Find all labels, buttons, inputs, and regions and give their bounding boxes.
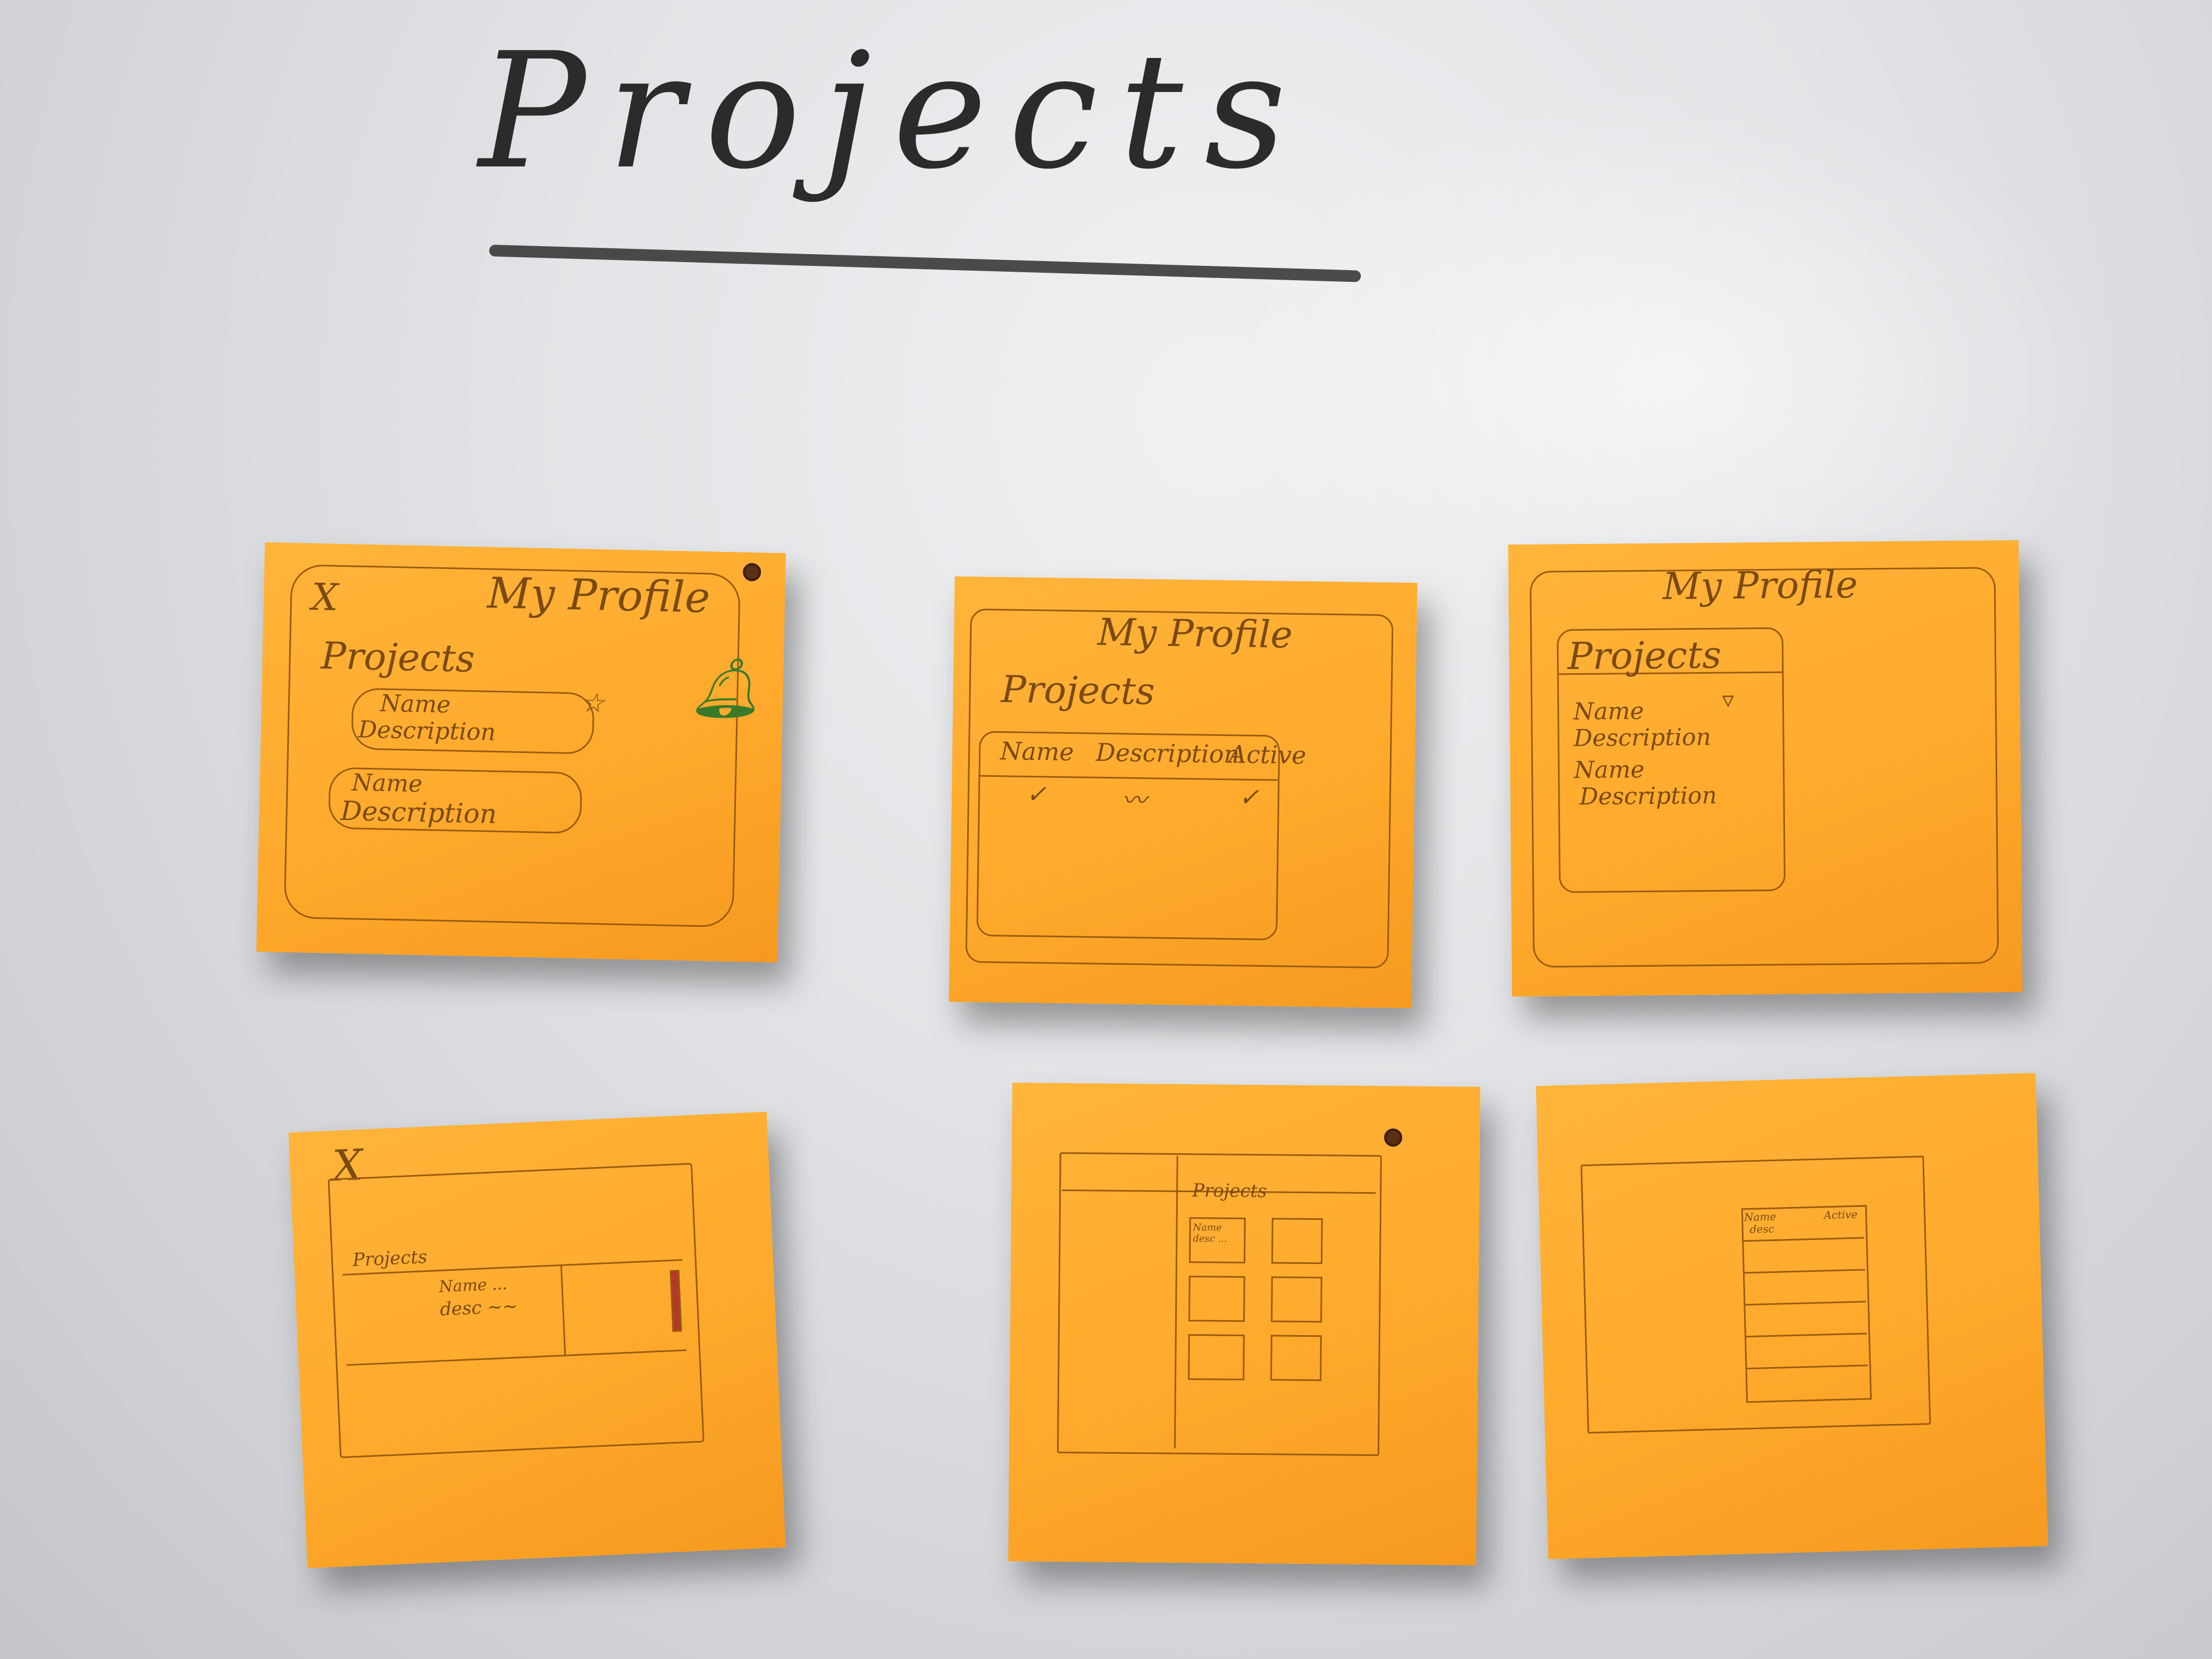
heading-underline: [489, 245, 1361, 282]
list-item: Name: [1573, 756, 1645, 784]
row-desc: desc ~~: [439, 1295, 518, 1320]
project-tile: [1188, 1276, 1245, 1322]
project-tile: [1188, 1334, 1245, 1381]
card-name: Name: [351, 769, 423, 798]
column-header: Description: [1095, 738, 1240, 769]
sketch-section-label: Projects: [352, 1246, 428, 1271]
sketch-section-label: Projects: [320, 634, 475, 681]
chevron-down-icon: ▿: [1722, 686, 1735, 714]
header-active: Active: [1823, 1208, 1858, 1222]
project-tile: [1271, 1276, 1322, 1323]
column-header: Name: [1000, 736, 1074, 767]
row-name: Name ...: [438, 1275, 508, 1296]
sketch-title: My Profile: [1662, 563, 1858, 608]
checkmark-icon: ✓: [1026, 779, 1047, 809]
star-icon: ☆: [580, 687, 605, 719]
project-card: Name Description: [328, 767, 583, 834]
sketch-title: My Profile: [1097, 610, 1293, 657]
sketch-section-label: Projects: [1567, 633, 1722, 678]
sketch-section-label: Projects: [1001, 667, 1155, 714]
project-card: Name Description: [351, 688, 595, 755]
whiteboard-heading: Projects: [479, 19, 1308, 204]
list-item: Description: [1579, 782, 1717, 811]
column-header: Active: [1228, 740, 1306, 770]
header-desc: desc: [1749, 1222, 1775, 1236]
pin-icon: [742, 563, 761, 582]
card-description: Description: [358, 716, 496, 746]
sticky-note-grid-tiles: Projects Name desc ...: [1008, 1083, 1480, 1565]
header-name: Name: [1744, 1210, 1777, 1224]
project-tile: [1270, 1335, 1322, 1381]
sticky-note-list-scroll: X Projects Name ... desc ~~: [288, 1111, 786, 1569]
sketch-section-label: Projects: [1192, 1180, 1267, 1202]
close-mark: X: [311, 575, 339, 619]
project-tile: Name desc ...: [1188, 1217, 1246, 1264]
checkmark-icon: 〰: [1121, 785, 1147, 815]
list-item: Name: [1573, 697, 1644, 726]
checkmark-icon: ✓: [1238, 782, 1260, 812]
pin-icon: [1384, 1128, 1403, 1147]
sticky-note-profile-cards: X My Profile Projects Name Description ☆…: [256, 542, 786, 963]
table-header-divider: [980, 775, 1278, 781]
card-name: Name: [380, 690, 451, 719]
sticky-note-profile-table: My Profile Projects Name Description Act…: [949, 576, 1418, 1009]
project-tile: [1271, 1218, 1323, 1264]
tile-text: Name desc ...: [1193, 1222, 1227, 1245]
bell-doodle-icon: 🔔︎: [689, 654, 763, 722]
list-item: Description: [1573, 723, 1712, 752]
sticky-note-table-rows: Name Active desc: [1536, 1073, 2048, 1560]
sticky-note-profile-list: My Profile Projects ▿ Name Description N…: [1508, 540, 2023, 997]
sketch-title: My Profile: [487, 568, 711, 623]
card-description: Description: [340, 795, 497, 830]
